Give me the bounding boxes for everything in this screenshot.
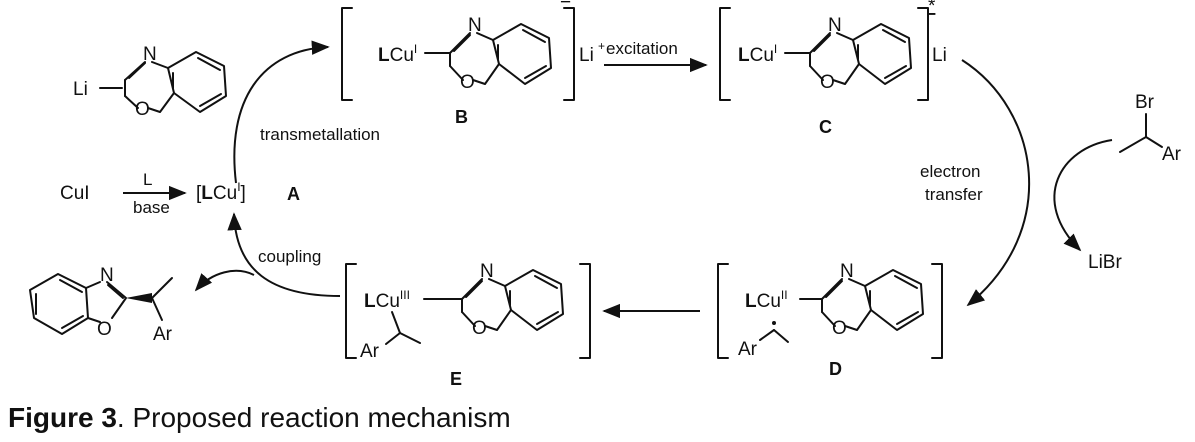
cui-reagent: CuI bbox=[60, 183, 90, 204]
libr-product: LiBr bbox=[1088, 252, 1122, 273]
label-b: B bbox=[455, 107, 468, 127]
figure-caption-text: . Proposed reaction mechanism bbox=[116, 402, 511, 433]
coupled-product: N O Ar bbox=[29, 265, 173, 345]
svg-text:Ar: Ar bbox=[153, 324, 173, 345]
atom-n: N bbox=[143, 44, 157, 65]
svg-text:N: N bbox=[100, 265, 114, 286]
svg-text:O: O bbox=[97, 319, 112, 340]
product-release-arrow bbox=[194, 269, 255, 292]
label-d: D bbox=[829, 359, 842, 379]
svg-text:N: N bbox=[840, 261, 854, 282]
complex-d: LCuII N O Ar D bbox=[717, 261, 943, 379]
svg-text:N: N bbox=[828, 15, 842, 36]
electron-transfer-arrow bbox=[961, 59, 1031, 307]
bromide-incoming-arrow bbox=[1053, 139, 1113, 252]
electron-transfer-label-2: transfer bbox=[925, 185, 983, 204]
svg-text:LCuII: LCuII bbox=[745, 288, 788, 312]
svg-text:N: N bbox=[468, 15, 482, 36]
alkyl-bromide: Br Ar bbox=[1119, 92, 1182, 165]
svg-text:Br: Br bbox=[1135, 92, 1155, 113]
svg-text:N: N bbox=[480, 261, 494, 282]
counter-ion-li-c: Li bbox=[932, 45, 947, 66]
arrow-label-base: base bbox=[133, 198, 170, 217]
complex-e: LCuIII N O Ar E bbox=[345, 261, 591, 389]
svg-text:Ar: Ar bbox=[1162, 144, 1182, 165]
svg-text:LCuI: LCuI bbox=[738, 42, 777, 66]
charge-minus: − bbox=[560, 0, 571, 13]
transmetallation-arrow bbox=[233, 40, 330, 184]
coupling-return-arrow bbox=[227, 212, 341, 297]
svg-text:LCuI: LCuI bbox=[378, 42, 417, 66]
label-c: C bbox=[819, 117, 832, 137]
excitation-label: excitation bbox=[606, 39, 678, 58]
svg-text:O: O bbox=[820, 72, 835, 93]
atom-li: Li bbox=[73, 79, 88, 100]
figure-caption-label: Figure 3 bbox=[8, 402, 117, 433]
svg-text:LCuIII: LCuIII bbox=[364, 288, 410, 312]
svg-text:+: + bbox=[598, 39, 605, 53]
label-e: E bbox=[450, 369, 462, 389]
svg-text:O: O bbox=[472, 318, 487, 339]
atom-o: O bbox=[135, 99, 150, 120]
transmetallation-label: transmetallation bbox=[260, 125, 380, 144]
figure-caption: Figure 3. Proposed reaction mechanism bbox=[8, 402, 511, 434]
svg-text:Ar: Ar bbox=[360, 341, 380, 362]
complex-a: [LCuI] bbox=[196, 180, 246, 204]
arrow-label-ligand: L bbox=[143, 170, 152, 189]
complex-b: LCuI N O − Li + B bbox=[341, 0, 605, 127]
electron-transfer-label-1: electron bbox=[920, 162, 980, 181]
svg-text:O: O bbox=[832, 318, 847, 339]
catalyst-formation: CuI L base [LCuI] A bbox=[60, 170, 300, 217]
lithium-benzoxazole-structure: N O Li bbox=[73, 44, 227, 120]
coupling-label: coupling bbox=[258, 247, 321, 266]
svg-text:Ar: Ar bbox=[738, 339, 758, 360]
label-a: A bbox=[287, 184, 300, 204]
excited-star: * bbox=[928, 0, 936, 17]
complex-c: LCuI N O * Li C bbox=[719, 0, 947, 137]
counter-ion-li: Li bbox=[579, 45, 594, 66]
svg-text:O: O bbox=[460, 72, 475, 93]
